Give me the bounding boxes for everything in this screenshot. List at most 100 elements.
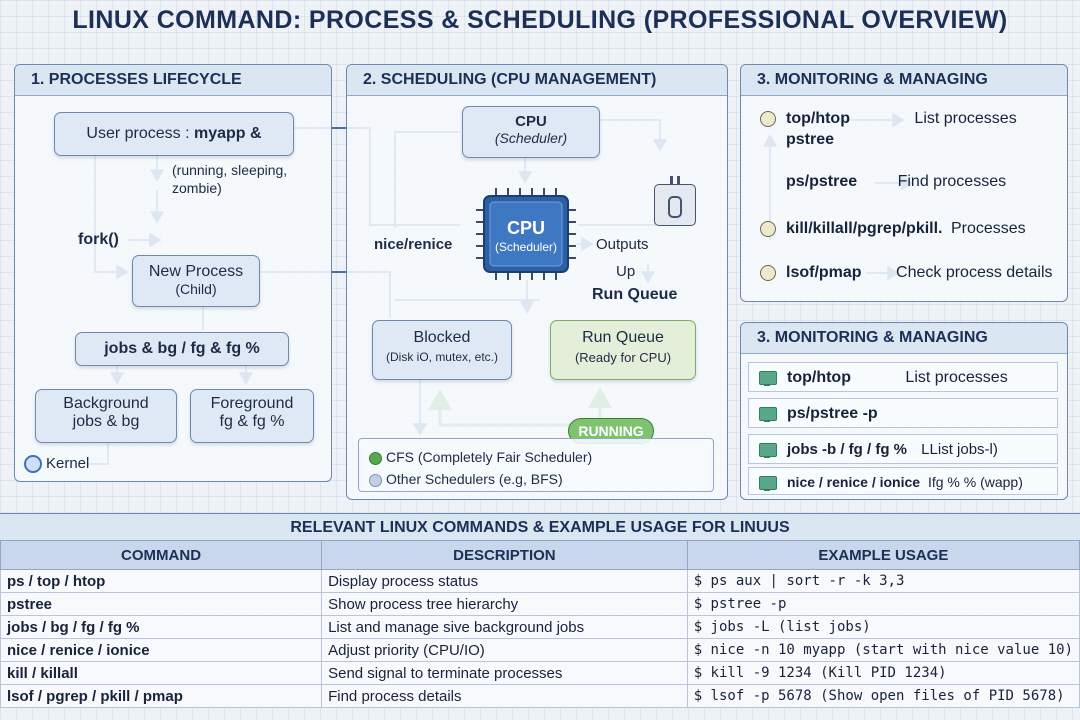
new-process-child: (Child) bbox=[175, 281, 217, 297]
other-scheduler-item: Other Schedulers (e.g, BFS) bbox=[369, 471, 563, 487]
other-dot-icon bbox=[369, 473, 382, 487]
monitor2-row-nice: nice / renice / ionice Ifg % % (wapp) bbox=[748, 467, 1058, 495]
column-header-description: DESCRIPTION bbox=[321, 540, 688, 570]
cpu-chip-sub: (Scheduler) bbox=[494, 240, 558, 254]
table-cell-command: nice / renice / ionice bbox=[0, 638, 323, 662]
terminal-icon bbox=[759, 370, 777, 386]
cpu-chip: CPU (Scheduler) bbox=[476, 188, 576, 280]
terminal-icon bbox=[759, 443, 777, 459]
user-process-box: User process : myapp & bbox=[54, 112, 294, 156]
table-cell-example: $ ps aux | sort -r -k 3,3 bbox=[686, 569, 1080, 593]
table-cell-command: kill / killall bbox=[0, 661, 323, 685]
cfs-label: CFS (Completely Fair Scheduler) bbox=[386, 449, 593, 465]
table-row: kill / killall Send signal to terminate … bbox=[0, 661, 1080, 685]
page-title: LINUX COMMAND: PROCESS & SCHEDULING (PRO… bbox=[72, 6, 1008, 34]
table-row: pstree Show process tree hierarchy $ pst… bbox=[0, 592, 1080, 616]
column-header-example: EXAMPLE USAGE bbox=[686, 540, 1080, 570]
cfs-dot-icon bbox=[369, 451, 382, 465]
table-title: RELEVANT LINUX COMMANDS & EXAMPLE USAGE … bbox=[0, 513, 1080, 542]
table-cell-description: Find process details bbox=[321, 684, 688, 708]
table-cell-command: ps / top / htop bbox=[0, 569, 323, 593]
monitor2-row-ps: ps/pstree -p bbox=[748, 398, 1058, 428]
monitor2-row-desc: List processes bbox=[905, 369, 1008, 386]
monitor2-row-desc: LList jobs-l) bbox=[921, 441, 998, 458]
table-cell-example: $ nice -n 10 myapp (start with nice valu… bbox=[686, 638, 1080, 662]
table-cell-example: $ lsof -p 5678 (Show open files of PID 5… bbox=[686, 684, 1080, 708]
background-label-2: jobs & bg bbox=[72, 413, 140, 430]
monitor-row-desc: Find processes bbox=[897, 173, 1007, 190]
table-cell-command: jobs / bg / fg / fg % bbox=[0, 615, 323, 639]
monitor-row-desc: List processes bbox=[914, 110, 1017, 127]
foreground-label-2: fg & fg % bbox=[219, 413, 285, 430]
foreground-box: Foreground fg & fg % bbox=[190, 389, 314, 443]
table-row: lsof / pgrep / pkill / pmap Find process… bbox=[0, 684, 1080, 708]
new-process-label: New Process bbox=[148, 263, 244, 280]
table-cell-description: Send signal to terminate processes bbox=[321, 661, 688, 685]
table-row: ps / top / htop Display process status $… bbox=[0, 569, 1080, 593]
process-circle-icon bbox=[760, 264, 776, 281]
table-header-row: COMMAND DESCRIPTION EXAMPLE USAGE bbox=[0, 540, 1080, 570]
table-cell-command: pstree bbox=[0, 592, 323, 616]
fork-label: fork() bbox=[78, 231, 119, 248]
process-states-2: zombie) bbox=[172, 180, 222, 196]
column-header-command: COMMAND bbox=[0, 540, 323, 570]
foreground-label: Foreground bbox=[210, 395, 294, 412]
table-cell-description: List and manage sive background jobs bbox=[321, 615, 688, 639]
monitor2-row-cmd: ps/pstree -p bbox=[787, 405, 878, 422]
kernel-icon bbox=[24, 455, 42, 474]
kernel-label: Kernel bbox=[46, 455, 90, 472]
panel-monitoring-1: 3. MONITORING & MANAGING bbox=[740, 64, 1068, 302]
process-circle-icon bbox=[760, 220, 776, 237]
monitor-row-cmd: top/htop bbox=[786, 110, 850, 127]
monitor-row-ps: ps/pstree Find processes bbox=[786, 173, 1006, 199]
jobs-box: jobs & bg / fg & fg % bbox=[75, 332, 289, 366]
kernel-row: Kernel bbox=[24, 455, 90, 474]
table-cell-description: Show process tree hierarchy bbox=[321, 592, 688, 616]
scheduler-legend: CFS (Completely Fair Scheduler) Other Sc… bbox=[358, 438, 714, 492]
table-cell-description: Adjust priority (CPU/IO) bbox=[321, 638, 688, 662]
cpu-chip-label: CPU bbox=[506, 218, 545, 238]
monitor-row-cmd-2: pstree bbox=[786, 131, 835, 148]
table-cell-example: $ jobs -L (list jobs) bbox=[686, 615, 1080, 639]
nice-label: nice/renice bbox=[374, 236, 453, 253]
background-label: Background bbox=[63, 395, 149, 412]
cpu-scheduler-box: CPU (Scheduler) bbox=[462, 106, 600, 158]
table-cell-example: $ pstree -p bbox=[686, 592, 1080, 616]
table-cell-example: $ kill -9 1234 (Kill PID 1234) bbox=[686, 661, 1080, 685]
terminal-icon bbox=[759, 406, 777, 422]
monitor2-row-cmd: top/htop bbox=[787, 369, 851, 386]
table-cell-description: Display process status bbox=[321, 569, 688, 593]
monitor-row-desc: Check process details bbox=[896, 264, 1053, 281]
table-cell-command: lsof / pgrep / pkill / pmap bbox=[0, 684, 323, 708]
run-queue-box-sub: (Ready for CPU) bbox=[574, 350, 672, 365]
outputs-label: Outputs bbox=[596, 236, 649, 253]
run-queue-box-label: Run Queue bbox=[582, 329, 664, 346]
monitor-row-desc: Processes bbox=[950, 220, 1026, 237]
disk-icon bbox=[654, 176, 696, 226]
table-row: jobs / bg / fg / fg % List and manage si… bbox=[0, 615, 1080, 639]
panel-heading: 2. SCHEDULING (CPU MANAGEMENT) bbox=[347, 65, 727, 96]
monitor-row-kill: kill/killall/pgrep/pkill. Processes bbox=[760, 220, 1026, 246]
panel-scheduling: 2. SCHEDULING (CPU MANAGEMENT) bbox=[346, 64, 728, 500]
panel-heading: 1. PROCESSES LIFECYCLE bbox=[15, 65, 331, 96]
process-circle-icon bbox=[760, 110, 776, 127]
panel-heading: 3. MONITORING & MANAGING bbox=[741, 65, 1067, 96]
monitor2-row-cmd: nice / renice / ionice bbox=[787, 474, 921, 490]
run-queue-label: Run Queue bbox=[592, 286, 678, 303]
panel-heading: 3. MONITORING & MANAGING bbox=[741, 323, 1067, 354]
new-process-box: New Process (Child) bbox=[132, 255, 260, 307]
user-process-command: myapp & bbox=[194, 125, 262, 142]
run-queue-box: Run Queue (Ready for CPU) bbox=[550, 320, 696, 380]
monitor2-row-jobs: jobs -b / fg / fg % LList jobs-l) bbox=[748, 434, 1058, 464]
commands-table: COMMAND DESCRIPTION EXAMPLE USAGE ps / t… bbox=[0, 540, 1080, 708]
user-process-label: User process : bbox=[86, 125, 194, 142]
cpu-scheduler-sub: (Scheduler) bbox=[494, 130, 568, 146]
blocked-label: Blocked bbox=[413, 329, 471, 346]
up-label: Up bbox=[616, 263, 636, 280]
cpu-scheduler-label: CPU bbox=[515, 113, 547, 130]
monitor-row-cmd: lsof/pmap bbox=[786, 264, 862, 281]
table-row: nice / renice / ionice Adjust priority (… bbox=[0, 638, 1080, 662]
monitor-row-cmd: ps/pstree bbox=[786, 173, 858, 190]
monitor2-row-top: top/htop List processes bbox=[748, 362, 1058, 392]
monitor2-row-desc: Ifg % % (wapp) bbox=[927, 474, 1023, 490]
